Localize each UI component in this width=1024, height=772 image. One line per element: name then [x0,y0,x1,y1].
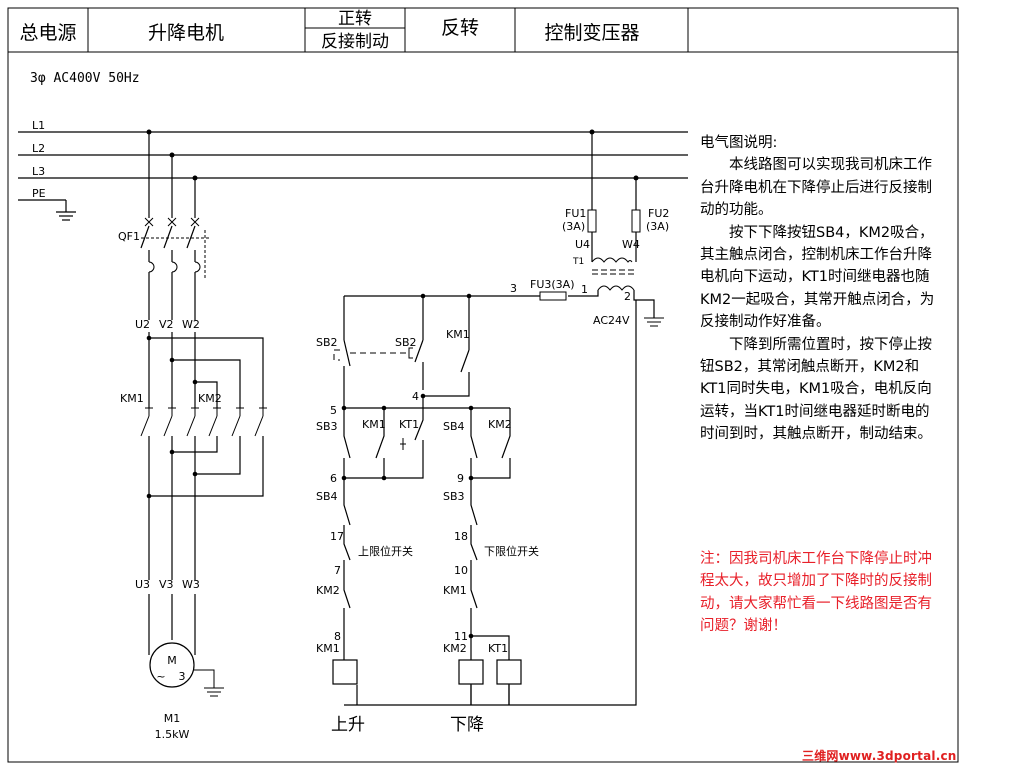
label-fu2-rating: (3A) [646,220,669,233]
label-u4: U4 [575,238,590,251]
description-paragraph-3: 下降到所需位置时，按下停止按钮SB2，其常闭触点断开，KM2和KT1同时失电，K… [700,336,932,443]
label-upper-limit: 上限位开关 [358,544,413,558]
fuse-fu2 [631,209,641,233]
label-km2-a: KM2 [488,418,512,431]
label-km1-hold: KM1 [446,328,470,341]
label-sb4-interlock: SB4 [316,490,338,503]
label-node-2: 2 [624,290,631,303]
label-node-8: 8 [334,630,341,643]
coil-kt1 [496,659,522,685]
label-w4: W4 [622,238,640,251]
control-circuit: FU3(3A) 3 SB2 SB2 KM1 4 5 SB3 KM1 KT1 [316,278,637,706]
label-node-7: 7 [334,564,341,577]
label-m1: M1 [164,712,181,725]
label-fu2: FU2 [648,207,669,220]
label-node-10: 10 [454,564,468,577]
label-km2-interlock: KM2 [316,584,340,597]
label-qf1: QF1 [118,230,140,243]
bus-label-pe: PE [32,187,46,200]
label-kt1-a: KT1 [399,418,419,431]
label-sb3-interlock: SB3 [443,490,465,503]
label-fu1: FU1 [565,207,586,220]
label-v3: V3 [159,578,174,591]
header-cell-reverse: 反转 [441,17,479,39]
motor-symbol: M [167,654,177,667]
label-sb3-left: SB3 [316,420,338,433]
note-text: 注：因我司机床工作台下降停止时冲程太大，故只增加了下降时的反接制动，请大家帮忙看… [700,551,932,635]
label-u3: U3 [135,578,150,591]
label-sb2-stop: SB2 [316,336,338,349]
description-paragraph-1: 本线路图可以实现我司机床工作台升降电机在下降停止后进行反接制动的功能。 [700,157,932,219]
power-bus: L1 L2 L3 PE [18,119,688,221]
fuse-fu1 [587,209,597,233]
label-lower-limit: 下限位开关 [484,544,539,558]
label-w3: W3 [182,578,200,591]
label-km1-interlock: KM1 [443,584,467,597]
coil-km1 [332,659,358,685]
label-v2: V2 [159,318,174,331]
label-u2: U2 [135,318,150,331]
label-power: 1.5kW [155,728,190,741]
label-ac24v: AC24V [593,314,630,327]
header-cell-control-transformer: 控制变压器 [544,22,639,44]
bus-label-l3: L3 [32,165,45,178]
description-panel: 电气图说明: 本线路图可以实现我司机床工作台升降电机在下降停止后进行反接制动的功… [700,132,940,446]
label-km2-main: KM2 [198,392,222,405]
description-title: 电气图说明: [700,135,778,151]
label-node-18: 18 [454,530,468,543]
watermark: 三维网www.3dportal.cn [802,749,957,763]
title-block: 总电源 升降电机 正转 反接制动 反转 控制变压器 [8,8,958,53]
label-sb2-contact: SB2 [395,336,417,349]
label-coil-km2: KM2 [443,642,467,655]
label-coil-kt1: KT1 [488,642,508,655]
label-sb4-top: SB4 [443,420,465,433]
label-fu3: FU3(3A) [530,278,574,291]
qf1-breaker [140,217,210,320]
label-up: 上升 [331,715,365,735]
description-paragraph-2: 按下下降按钮SB4，KM2吸合，其主触点闭合，控制机床工作台升降电机向下运动，K… [700,224,935,331]
fuse-fu3 [539,291,567,301]
label-node-3: 3 [510,282,517,295]
bus-label-l1: L1 [32,119,45,132]
label-w2: W2 [182,318,200,331]
header-cell-lift-motor: 升降电机 [148,22,224,44]
label-km1-a: KM1 [362,418,386,431]
header-cell-main-supply: 总电源 [19,22,76,44]
contactor-main-contacts [140,407,267,580]
label-node-11: 11 [454,630,468,643]
header-cell-forward: 正转 [338,9,372,29]
label-node-5: 5 [330,404,337,417]
motor-m1: M ~ 3 [149,642,224,697]
main-circuit: QF1 U2 V2 W2 KM1 KM2 U3 V3 [118,132,267,741]
label-node-9: 9 [457,472,464,485]
motor-phase-count: 3 [179,670,186,683]
header-cell-plugging-brake: 反接制动 [321,32,389,52]
label-km1-main: KM1 [120,392,144,405]
label-node-1: 1 [581,283,588,296]
control-transformer: FU1 (3A) FU2 (3A) U4 W4 T1 1 2 AC24V [562,132,669,327]
coil-km2 [458,659,484,685]
label-t1: T1 [572,257,584,267]
label-node-6: 6 [330,472,337,485]
supply-spec: 3φ AC400V 50Hz [30,71,140,86]
label-down: 下降 [450,715,484,735]
label-coil-km1: KM1 [316,642,340,655]
sheet-border [7,7,959,763]
label-node-4: 4 [412,390,419,403]
label-node-17: 17 [330,530,344,543]
bus-label-l2: L2 [32,142,45,155]
motor-ac-symbol: ~ [156,670,165,683]
label-fu1-rating: (3A) [562,220,585,233]
